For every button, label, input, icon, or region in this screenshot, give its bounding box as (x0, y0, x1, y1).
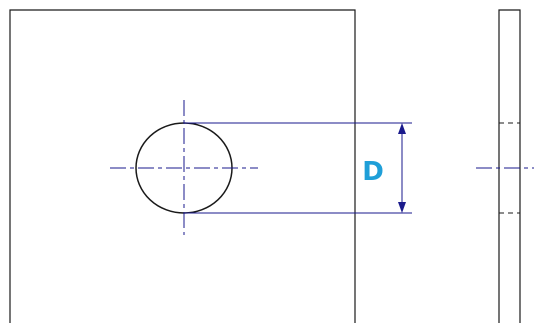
dimension-arrowhead-top (398, 123, 406, 134)
side-view-plate-outline (498, 9, 521, 323)
dimension-arrowhead-bottom (398, 202, 406, 213)
dimension-label: D (362, 157, 384, 187)
front-view-plate-outline (9, 9, 356, 323)
